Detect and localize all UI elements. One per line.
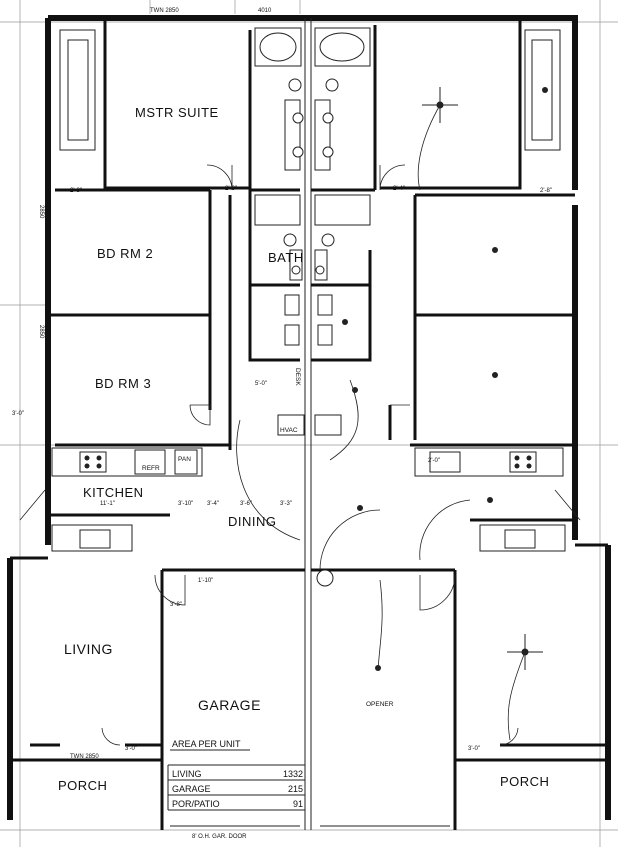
dim-3-8: 3'-8" — [170, 602, 182, 608]
right-unit-walls — [311, 18, 608, 830]
left-unit-walls — [10, 18, 305, 830]
dim-porch-window: TWN 2850 — [70, 754, 99, 760]
dim-3-0-porch-l: 3'-0" — [125, 746, 137, 752]
dim-2-4: 2'-4" — [393, 186, 405, 192]
label-kitchen: KITCHEN — [83, 485, 144, 500]
dim-1-10: 1'-10" — [198, 578, 213, 584]
area-row-garage-value: 215 — [288, 784, 303, 794]
label-bedroom-2: BD RM 2 — [97, 246, 153, 261]
label-bath: BATH — [268, 250, 304, 265]
label-garage: GARAGE — [198, 697, 261, 713]
dim-3-0-left: 3'-0" — [12, 411, 24, 417]
ceiling-fans — [236, 87, 548, 741]
area-row-porpatio-value: 91 — [293, 799, 303, 809]
bath-fixtures — [254, 27, 371, 436]
label-refr: REFR — [142, 465, 160, 472]
area-table-heading: AREA PER UNIT — [172, 739, 241, 749]
label-dining: DINING — [228, 514, 277, 529]
label-pan: PAN — [178, 456, 191, 463]
area-row-living-value: 1332 — [283, 769, 303, 779]
exterior-walls — [7, 15, 611, 820]
label-bedroom-3: BD RM 3 — [95, 376, 151, 391]
dim-2-8-left: 2'-8" — [70, 188, 82, 194]
dim-side-a: 2850 — [38, 205, 44, 219]
dim-3-6: 3'-6" — [240, 501, 252, 507]
label-porch-right: PORCH — [500, 774, 549, 789]
dim-3-0-porch-r: 3'-0" — [468, 746, 480, 752]
dim-top-window-a: TWN 2850 — [150, 8, 179, 14]
label-opener: OPENER — [366, 701, 394, 708]
dim-garage-door: 8' O.H. GAR. DOOR — [192, 834, 247, 840]
label-kitchen-dim: 11'-1" — [100, 501, 115, 507]
dim-3-3: 3'-3" — [280, 501, 292, 507]
dim-5-0: 5'-0" — [255, 381, 267, 387]
label-master-suite: MSTR SUITE — [135, 105, 219, 120]
area-table: AREA PER UNIT LIVING 1332 GARAGE 215 POR… — [167, 739, 305, 811]
area-row-living-label: LIVING — [172, 769, 202, 779]
label-desk: DESK — [294, 368, 301, 386]
label-porch-left: PORCH — [58, 778, 107, 793]
kitchen-counters — [51, 447, 566, 552]
dim-2-0: 2'-0" — [428, 458, 440, 464]
dim-2-6: 2'-6" — [225, 186, 237, 192]
label-living: LIVING — [64, 641, 113, 657]
dim-3-4: 3'-4" — [207, 501, 219, 507]
dim-3-10: 3'-10" — [178, 501, 193, 507]
party-wall — [304, 18, 312, 830]
door-swings — [19, 164, 581, 746]
dim-top-window-b: 4010 — [258, 8, 272, 14]
dim-side-b: 2850 — [38, 325, 44, 339]
dim-2-8-right: 2'-8" — [540, 188, 552, 194]
area-row-garage-label: GARAGE — [172, 784, 211, 794]
area-row-porpatio-label: POR/PATIO — [172, 799, 220, 809]
label-hvac: HVAC — [280, 427, 298, 434]
